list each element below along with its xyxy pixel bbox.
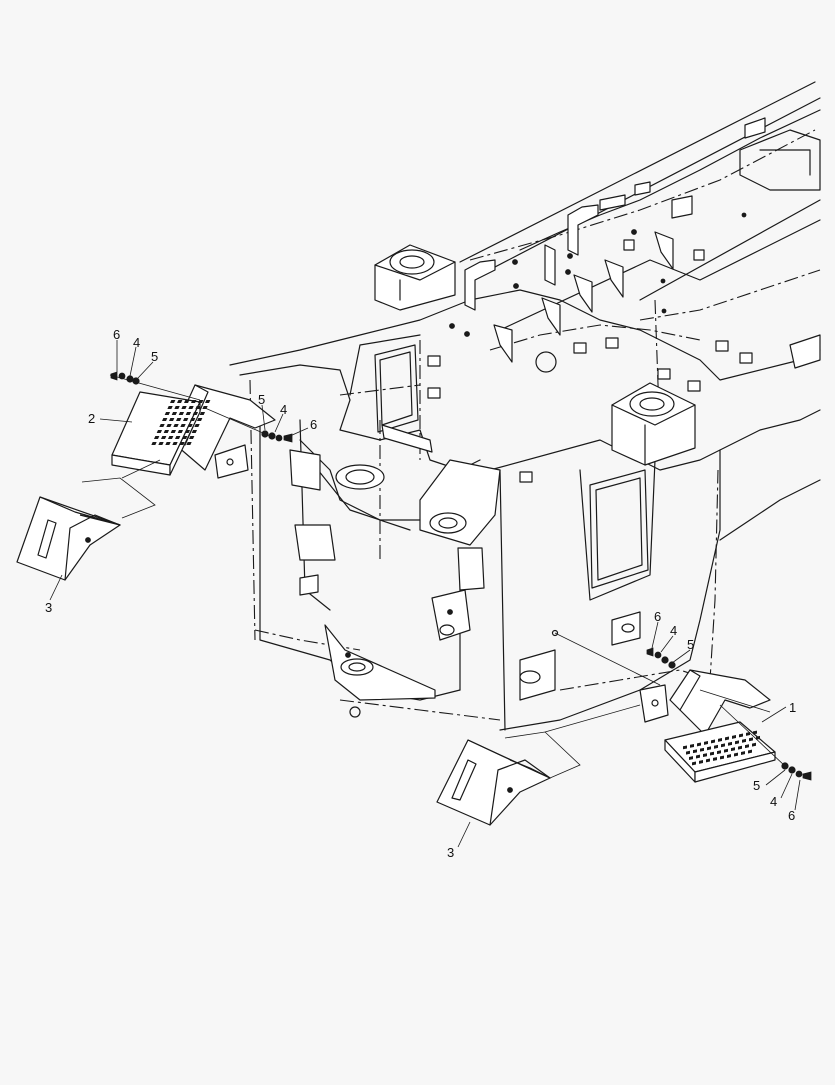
callout-label: 4 (133, 335, 140, 350)
fasteners-right-outer (646, 647, 676, 669)
left-mount-boss (374, 244, 456, 311)
callout-label: 6 (654, 609, 661, 624)
callout-label: 4 (770, 794, 777, 809)
right-step-assembly (436, 632, 812, 826)
callout-label: 6 (310, 417, 317, 432)
callout-label: 5 (258, 392, 265, 407)
callout-label: 3 (45, 600, 52, 615)
callout-label: 5 (151, 349, 158, 364)
fasteners-left-outer (109, 371, 201, 401)
callout-labels: 6 4 5 2 3 5 4 6 6 4 5 1 5 4 6 3 (45, 327, 796, 860)
callout-label: 1 (789, 700, 796, 715)
chassis-frame (229, 81, 821, 731)
mount-plate-left (214, 444, 249, 479)
wheel-chock-right[interactable] (436, 739, 551, 826)
callout-leaders (49, 340, 801, 848)
right-mount-boss (611, 382, 696, 466)
callout-label: 2 (88, 411, 95, 426)
callout-label: 5 (753, 778, 760, 793)
bolt-heads (345, 212, 747, 718)
left-step-assembly (16, 371, 293, 581)
lugs (289, 117, 821, 701)
fasteners-left-inner (261, 430, 293, 443)
callout-label: 4 (670, 623, 677, 638)
fasteners-right-inner (719, 704, 812, 781)
step-tread-right[interactable] (664, 721, 776, 783)
callout-label: 4 (280, 402, 287, 417)
callout-label: 5 (687, 637, 694, 652)
center-bracket (299, 439, 501, 546)
left-foot-plate (324, 624, 436, 701)
pads (427, 239, 753, 483)
step-tread-left[interactable] (111, 391, 211, 476)
callout-label: 3 (447, 845, 454, 860)
wheel-chock-left[interactable] (16, 496, 121, 581)
mount-plate-right (639, 684, 669, 723)
callout-label: 6 (788, 808, 795, 823)
callout-label: 6 (113, 327, 120, 342)
